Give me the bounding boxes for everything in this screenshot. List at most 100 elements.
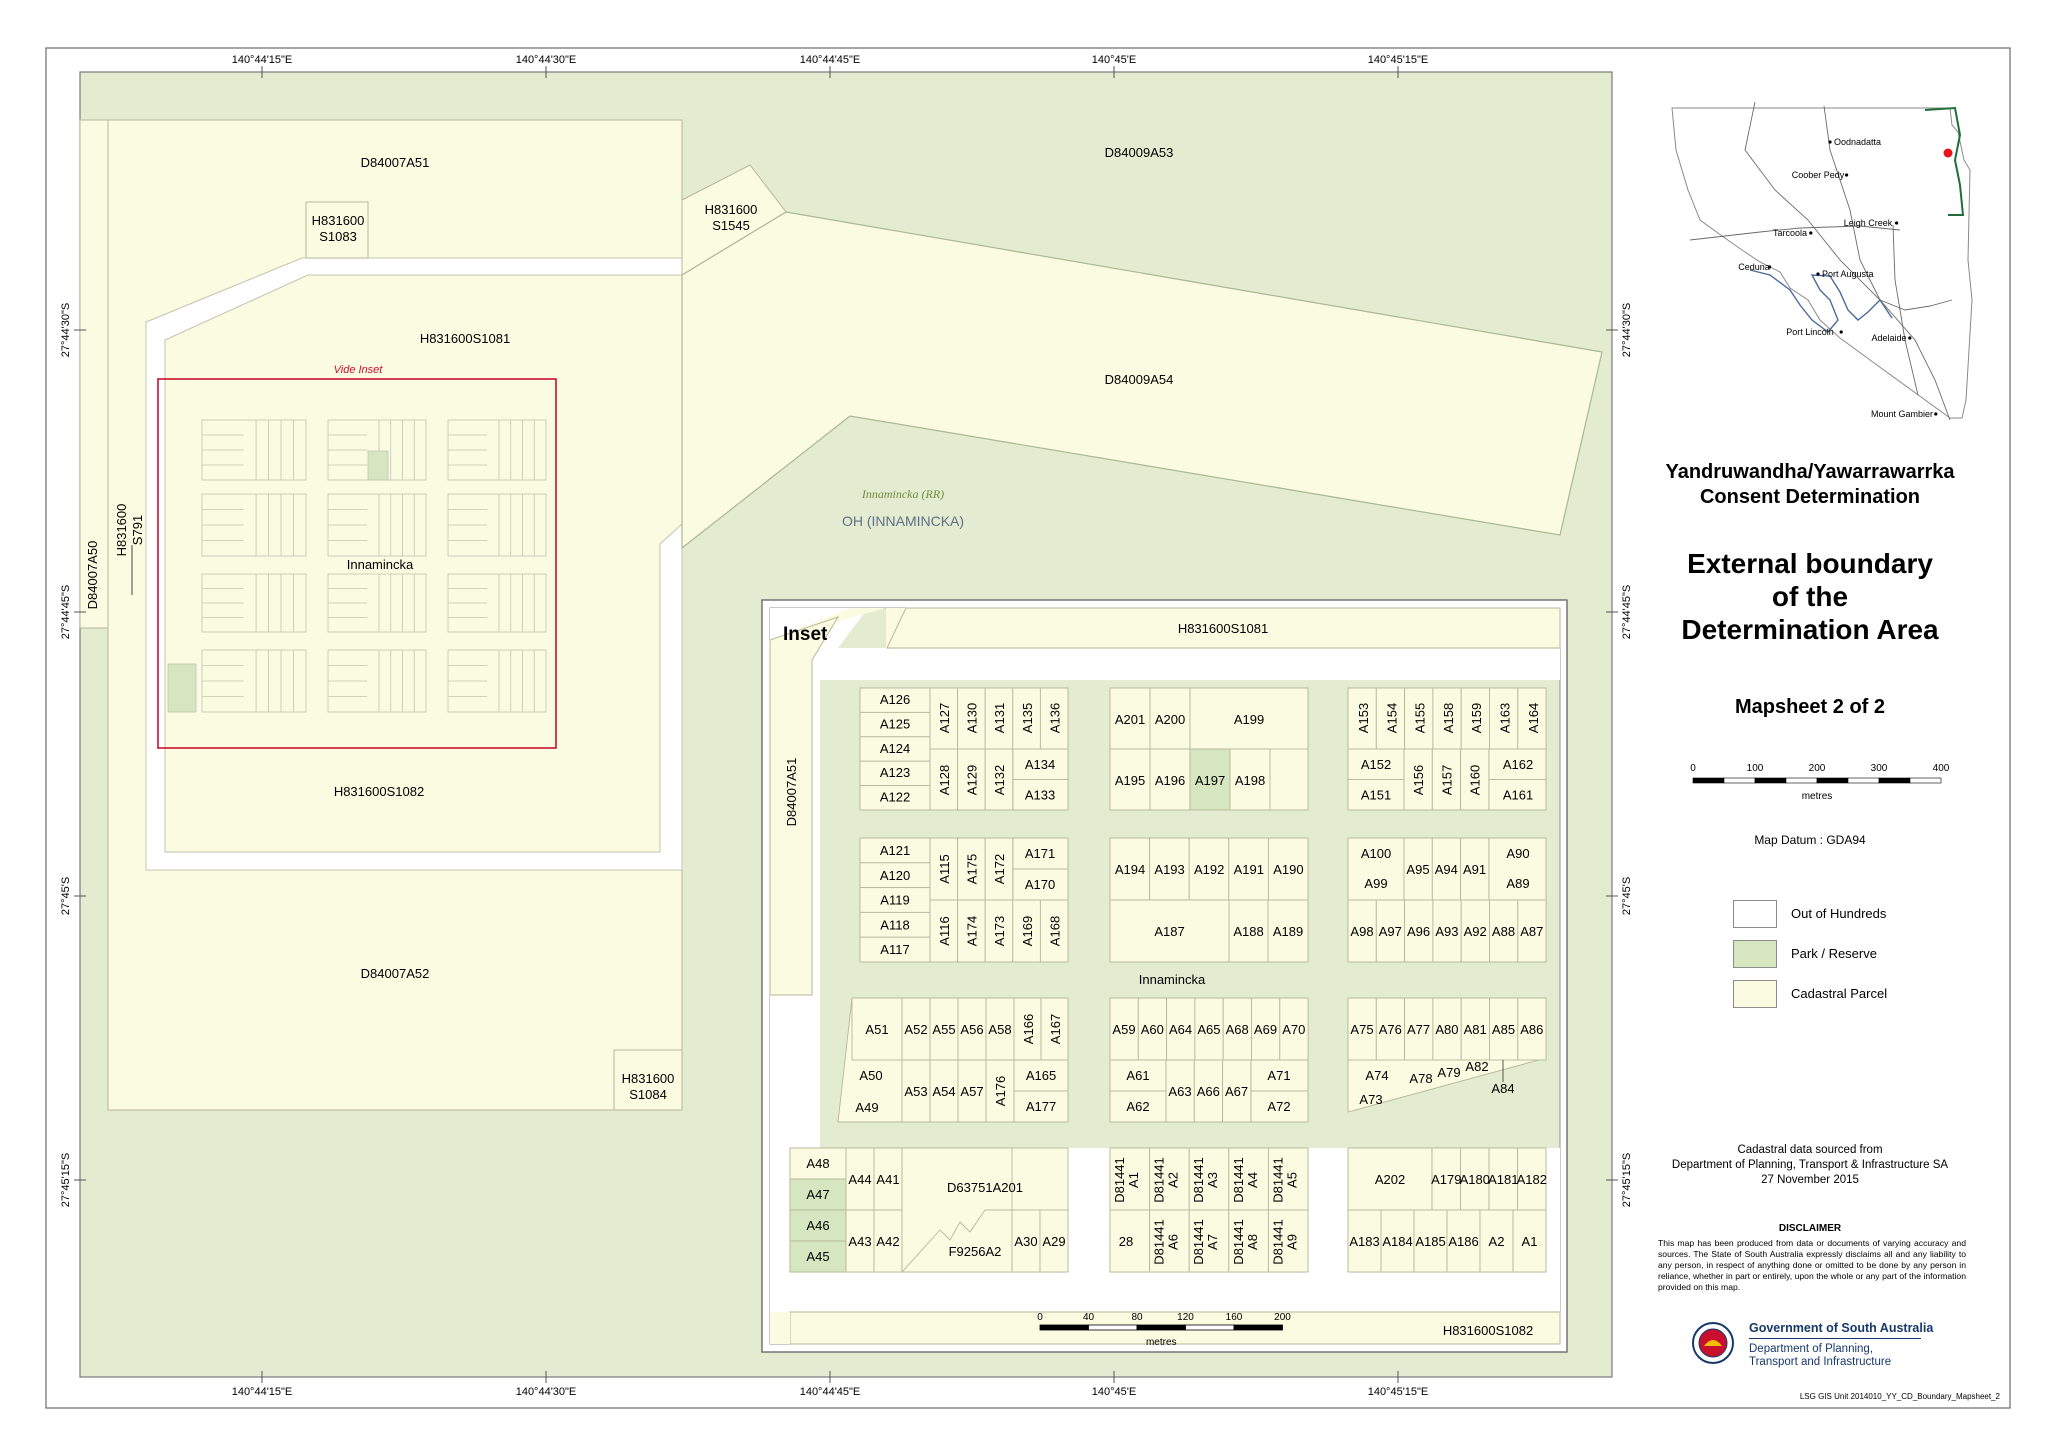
lot-label: A63: [1168, 1084, 1191, 1099]
lot-label: A96: [1407, 924, 1430, 939]
locator-town-dot: [1816, 272, 1820, 276]
lot-label: A180: [1460, 1172, 1490, 1187]
inset-bottom-label: H831600S1082: [1443, 1323, 1533, 1338]
scale-segment: [1816, 777, 1849, 784]
inset-lot: [1517, 899, 1547, 963]
lot-label: A128: [937, 765, 952, 795]
lot-label: A117: [880, 942, 909, 957]
lot-label: 28: [1119, 1234, 1133, 1249]
title-block: Yandruwandha/Yawarrawarrka Consent Deter…: [1640, 460, 1980, 510]
lot-label: A181: [1488, 1172, 1518, 1187]
inset-lot: [1404, 997, 1434, 1061]
coord-right-label: 27°45'15"S: [1621, 1153, 1633, 1207]
inset-lot: [873, 1209, 903, 1273]
locator-road-4: [1879, 299, 1953, 311]
lot-label: A196: [1155, 773, 1185, 788]
lot-label: A74: [1365, 1068, 1388, 1083]
inset-lot: [1488, 837, 1547, 901]
inset-lot: [1432, 687, 1462, 750]
park-lot-main-2: [167, 663, 197, 713]
scale-tick-label: 0: [1690, 763, 1696, 774]
locator-town-label: Leigh Creek: [1844, 218, 1893, 228]
lot-label: A1: [1126, 1172, 1141, 1188]
lot-label: A87: [1520, 924, 1543, 939]
lot-label: A76: [1379, 1022, 1402, 1037]
scale-segment: [1136, 1324, 1186, 1331]
locator-town-dot: [1839, 330, 1843, 334]
lot-label: A99: [1364, 876, 1387, 891]
coord-top-label: 140°44'45"E: [800, 54, 861, 66]
lot-label: A56: [960, 1022, 983, 1037]
lot-label: A156: [1411, 765, 1426, 795]
inset-lot: [1149, 748, 1191, 811]
lot-label: A94: [1435, 862, 1458, 877]
label-d84009a54: D84009A54: [1105, 372, 1174, 387]
scale-tick-label: 200: [1274, 1312, 1291, 1323]
lot-label: A202: [1375, 1172, 1405, 1187]
lot-label: A2: [1166, 1172, 1181, 1188]
label-d84007a50: D84007A50: [85, 541, 100, 610]
lot-label: A9: [1284, 1234, 1299, 1250]
inset-lot: [873, 1147, 903, 1211]
inset-lot: [1432, 997, 1462, 1061]
lot-label: D81441: [1191, 1219, 1206, 1265]
lot-label: A166: [1021, 1014, 1036, 1044]
coord-top-label: 140°45'15"E: [1368, 54, 1429, 66]
coord-top-label: 140°45'E: [1092, 54, 1136, 66]
lot-label: A119: [880, 893, 909, 908]
inset-title: Inset: [783, 624, 828, 645]
scale-segment: [1909, 777, 1942, 784]
coord-bottom-label: 140°45'E: [1092, 1386, 1136, 1398]
cadastral-source: Cadastral data sourced from Department o…: [1640, 1143, 1980, 1188]
legend-label-out-of-hundreds: Out of Hundreds: [1791, 906, 1887, 921]
inset-lot: [901, 1059, 931, 1123]
lot-label: A135: [1020, 703, 1035, 733]
inset-lot: [1012, 748, 1069, 780]
lot-label: A157: [1439, 765, 1454, 795]
lot-label: A46: [806, 1218, 829, 1233]
scale-segment: [1785, 777, 1818, 784]
lot-label: A195: [1115, 773, 1145, 788]
coord-ticks: [74, 66, 1618, 1383]
inset-lot: [1250, 1090, 1309, 1123]
inset-lot: [957, 748, 986, 811]
inset-lot: [1404, 899, 1434, 963]
inset-lot: [1460, 837, 1490, 901]
scale-segment: [1692, 777, 1725, 784]
legend-label-cadastral-parcel: Cadastral Parcel: [1791, 986, 1888, 1001]
lot-label: A29: [1042, 1234, 1065, 1249]
inset-lot: [929, 748, 959, 811]
inset-lot: [1347, 997, 1377, 1061]
inset-lot: [929, 997, 959, 1061]
inset-lot: [1517, 997, 1547, 1061]
lot-label: A90: [1506, 846, 1529, 861]
lot-label: A198: [1235, 773, 1265, 788]
lot-label: A77: [1407, 1022, 1430, 1037]
label-h831600s1082: H831600S1082: [334, 784, 424, 799]
inset-lot: [1488, 748, 1547, 780]
parcel-d84009a54: [681, 211, 1603, 550]
inset-top-parcel: [886, 607, 1561, 649]
determination-outline-locator: [1924, 106, 1965, 216]
lot-label: A91: [1463, 862, 1486, 877]
label-reserve: Innamincka (RR): [861, 487, 944, 501]
lot-label: A175: [965, 854, 980, 884]
locator-town-dot: [1809, 231, 1813, 235]
lot-label: A169: [1020, 916, 1035, 946]
lot-label: A136: [1047, 703, 1062, 733]
coord-left-label: 27°44'30"S: [60, 303, 72, 357]
locator-town-dot: [1828, 140, 1832, 144]
inset-lot: [1012, 899, 1041, 963]
lot-label: A61: [1126, 1068, 1149, 1083]
lot-label: A79: [1437, 1065, 1460, 1080]
locator-road-3: [1689, 225, 1901, 241]
lot-label: A171: [1025, 846, 1055, 861]
inset-left-label: D84007A51: [784, 758, 799, 827]
inset-lot: [957, 997, 987, 1061]
sa-outline: [1671, 107, 1973, 419]
coords-right: 27°44'30"S27°44'45"S27°45'S27°45'15"S: [1621, 303, 1633, 1207]
lot-label: D81441: [1270, 1157, 1285, 1203]
coord-right-label: 27°44'30"S: [1621, 303, 1633, 357]
lot-label: A182: [1517, 1172, 1547, 1187]
